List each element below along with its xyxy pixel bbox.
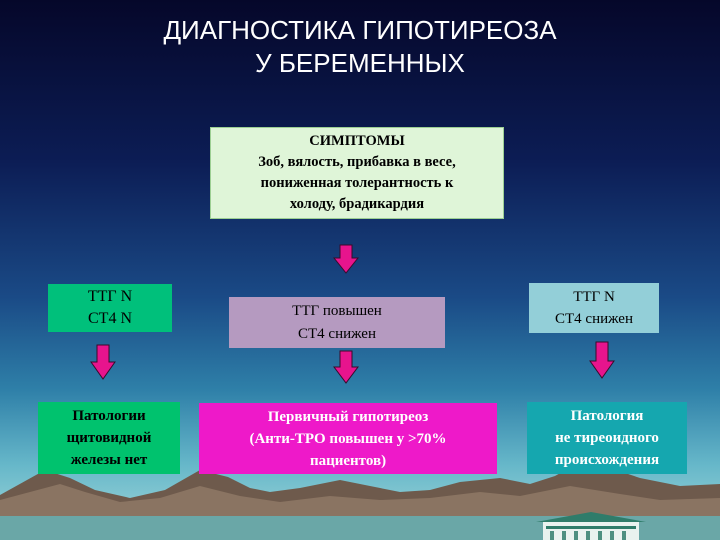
right-condition-box: ТТГ N СТ4 снижен [529, 283, 659, 333]
symptoms-line-2: пониженная толерантность к [260, 175, 454, 191]
condition-line: СТ4 снижен [298, 325, 376, 342]
symptoms-line-1: Зоб, вялость, прибавка в весе, [258, 154, 456, 170]
condition-line: СТ4 снижен [555, 311, 633, 327]
right-result-box: Патология не тиреоидного происхождения [527, 402, 687, 474]
condition-line: ТТГ N [87, 288, 133, 305]
arrow-down-icon [333, 350, 359, 384]
result-line: (Анти-ТРО повышен у >70% [249, 430, 447, 447]
slide-title: ДИАГНОСТИКА ГИПОТИРЕОЗА У БЕРЕМЕННЫХ [0, 14, 720, 80]
middle-condition-box: ТТГ повышен СТ4 снижен [229, 297, 445, 348]
middle-result-box: Первичный гипотиреоз (Анти-ТРО повышен у… [199, 403, 497, 474]
condition-line: ТТГ повышен [292, 302, 382, 319]
arrow-down-icon [90, 344, 116, 380]
condition-line: ТТГ N [573, 289, 615, 305]
title-line-2: У БЕРЕМЕННЫХ [255, 48, 465, 78]
arrow-down-icon [333, 244, 359, 274]
result-line: Патология [570, 408, 644, 424]
title-line-1: ДИАГНОСТИКА ГИПОТИРЕОЗА [163, 15, 557, 45]
result-line: пациентов) [309, 452, 387, 469]
building-icon [536, 512, 646, 540]
symptoms-box: СИМПТОМЫ Зоб, вялость, прибавка в весе, … [210, 127, 504, 219]
result-line: происхождения [554, 452, 660, 468]
left-condition-box: ТТГ N СТ4 N [48, 284, 172, 332]
condition-line: СТ4 N [88, 310, 132, 327]
symptoms-line-3: холоду, брадикардия [289, 196, 425, 212]
result-line: железы нет [70, 452, 148, 468]
symptoms-heading: СИМПТОМЫ [309, 133, 405, 149]
result-line: щитовидной [66, 430, 152, 446]
left-result-box: Патологии щитовидной железы нет [38, 402, 180, 474]
result-line: не тиреоидного [555, 430, 659, 446]
arrow-down-icon [589, 341, 615, 379]
result-line: Патологии [72, 408, 146, 424]
result-line: Первичный гипотиреоз [267, 408, 429, 425]
